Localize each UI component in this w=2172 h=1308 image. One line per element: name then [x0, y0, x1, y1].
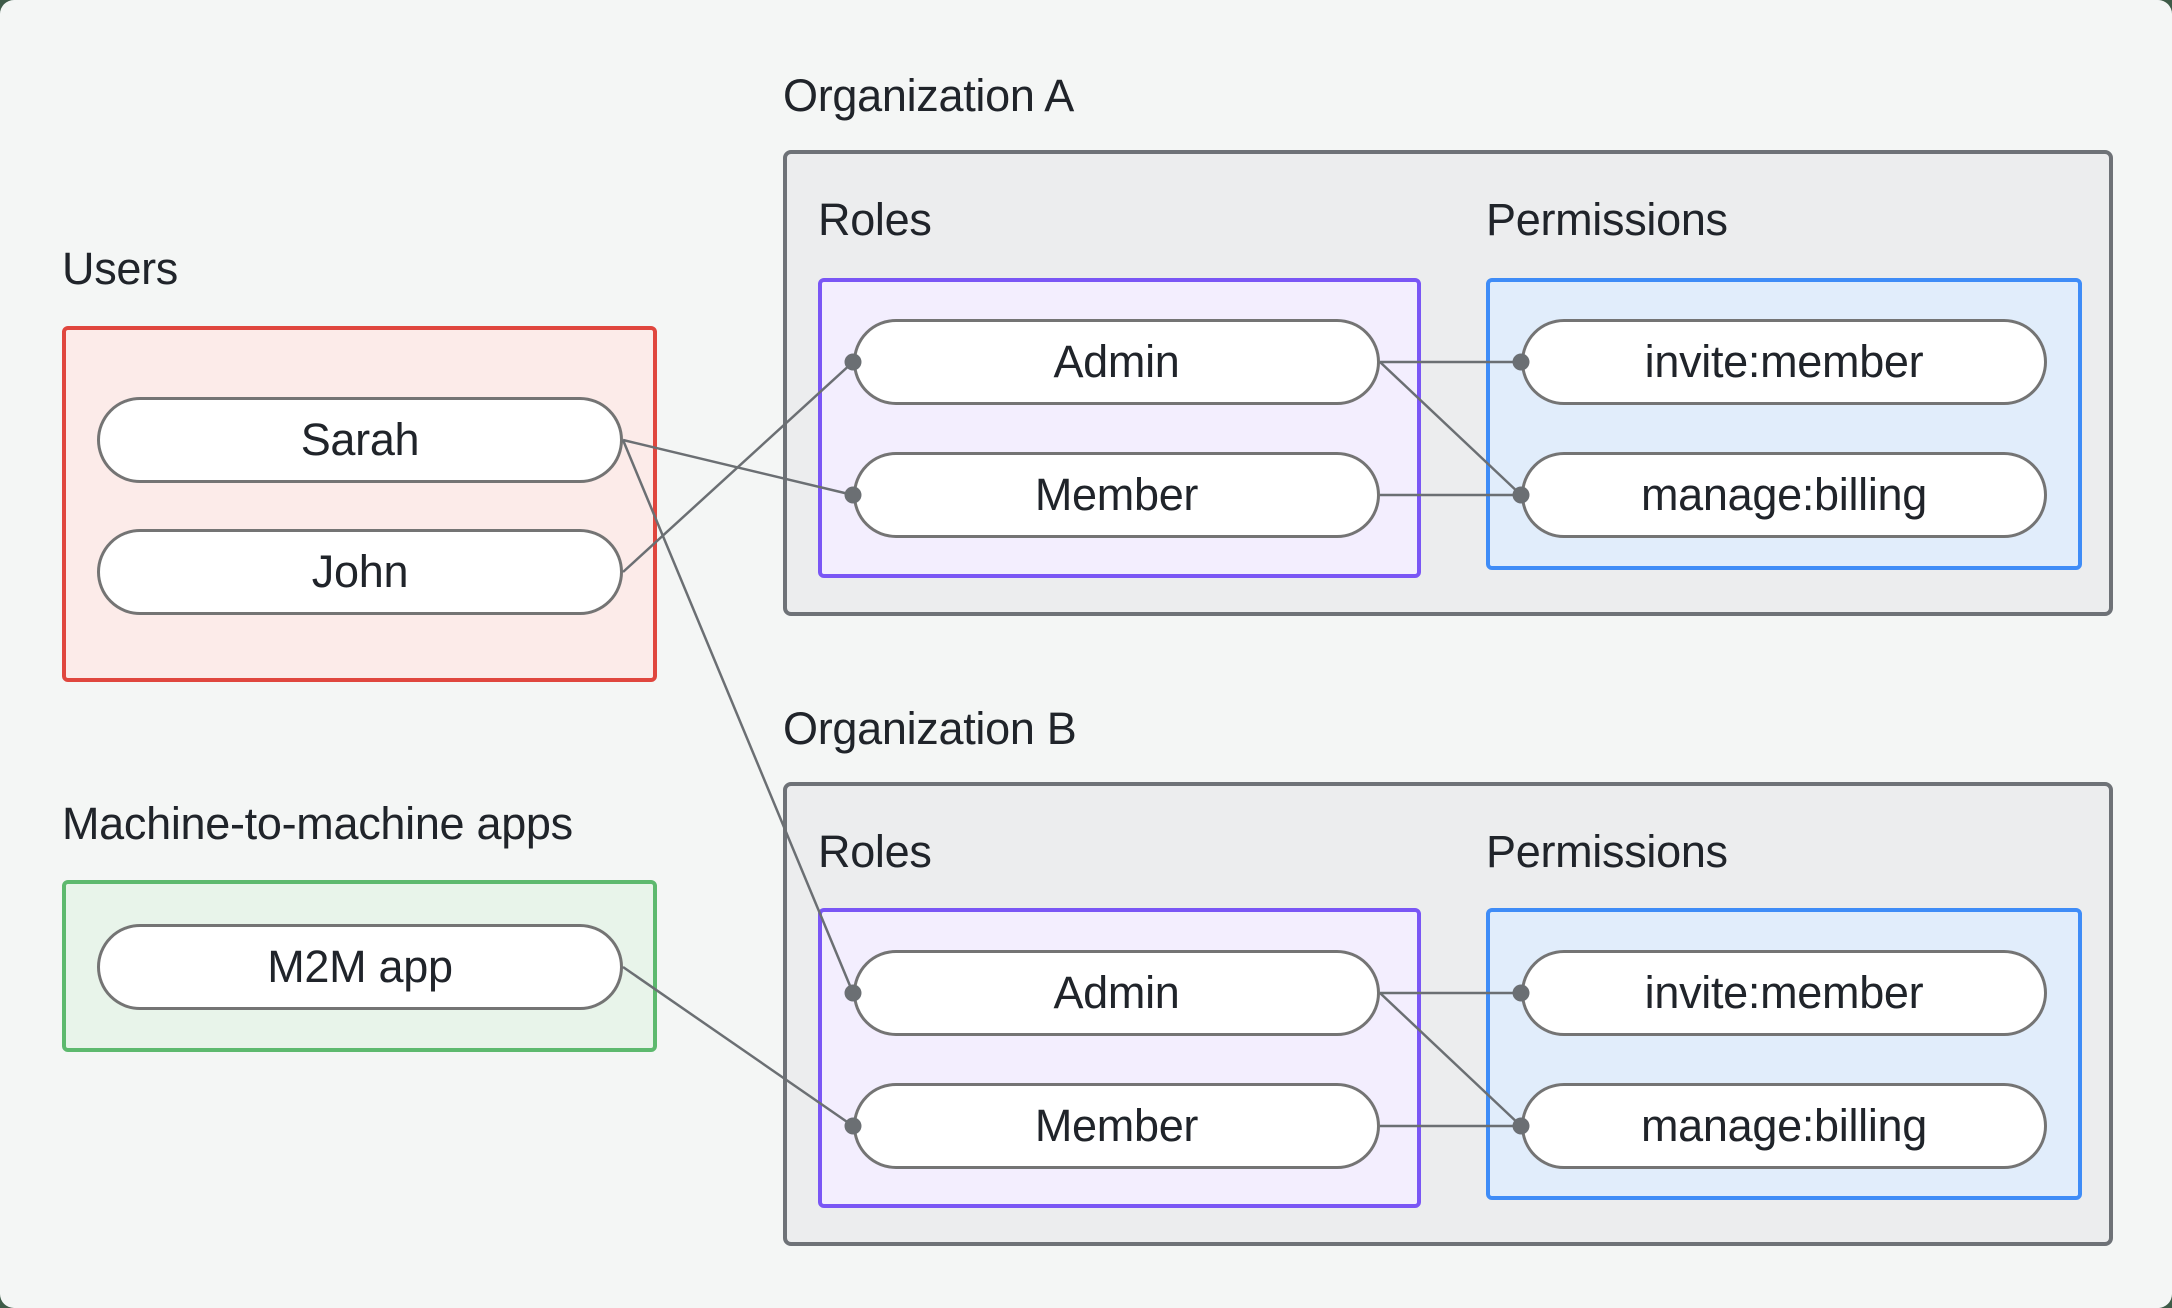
user-node-john: John	[97, 529, 623, 615]
org-b-roles-label: Roles	[818, 826, 932, 877]
m2m-app-node: M2M app	[97, 924, 623, 1010]
org-b-permission-manage-billing-label: manage:billing	[1641, 1100, 1927, 1151]
org-b-permissions-label: Permissions	[1486, 826, 1728, 877]
org-b-role-member: Member	[853, 1083, 1380, 1169]
org-a-permissions-label: Permissions	[1486, 194, 1728, 245]
users-group-box	[62, 326, 657, 682]
m2m-app-node-label: M2M app	[267, 941, 453, 992]
org-b-permission-invite-member-label: invite:member	[1644, 967, 1924, 1018]
org-b-role-admin-label: Admin	[1053, 967, 1180, 1018]
org-a-roles-label: Roles	[818, 194, 932, 245]
org-a-role-admin: Admin	[853, 319, 1380, 405]
org-a-role-member-label: Member	[1034, 469, 1199, 520]
org-a-permission-invite-member-label: invite:member	[1644, 336, 1924, 387]
org-a-permission-manage-billing: manage:billing	[1521, 452, 2047, 538]
org-b-role-admin: Admin	[853, 950, 1380, 1036]
org-a-title: Organization A	[783, 70, 1074, 121]
org-b-title: Organization B	[783, 703, 1077, 754]
org-a-role-member: Member	[853, 452, 1380, 538]
user-node-john-label: John	[311, 546, 409, 597]
org-a-permission-invite-member: invite:member	[1521, 319, 2047, 405]
user-node-sarah: Sarah	[97, 397, 623, 483]
org-a-permission-manage-billing-label: manage:billing	[1641, 469, 1927, 520]
org-b-permission-manage-billing: manage:billing	[1521, 1083, 2047, 1169]
org-b-permission-invite-member: invite:member	[1521, 950, 2047, 1036]
org-a-role-admin-label: Admin	[1053, 336, 1180, 387]
m2m-group-title: Machine-to-machine apps	[62, 798, 573, 849]
org-b-role-member-label: Member	[1034, 1100, 1199, 1151]
users-group-title: Users	[62, 243, 179, 294]
user-node-sarah-label: Sarah	[300, 414, 420, 465]
